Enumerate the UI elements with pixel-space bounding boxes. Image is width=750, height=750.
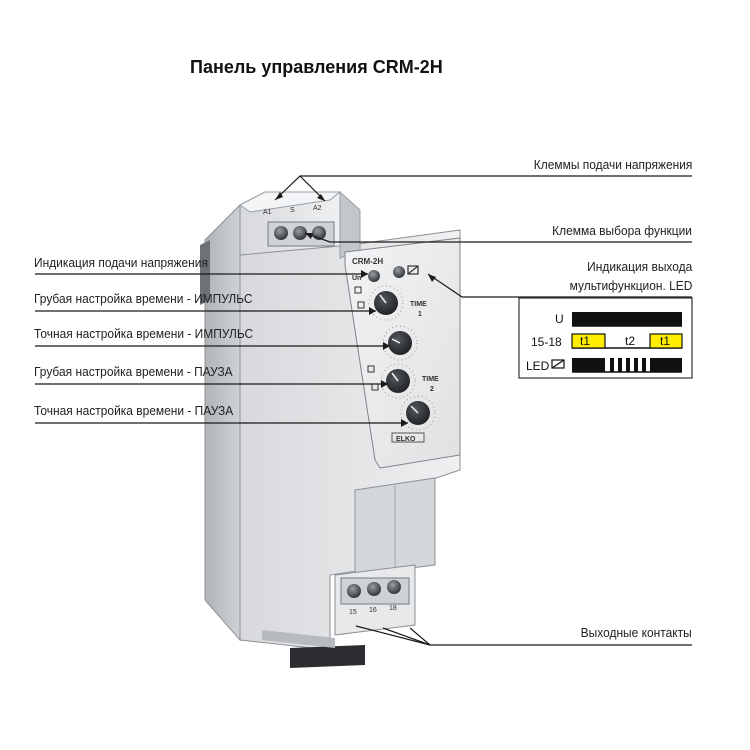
time1-number: 1 [418,311,422,318]
time1-fine-scale [382,325,418,361]
label-output-indication-2: мультифункцион. LED [569,278,692,293]
timing-t1b-pulse [649,333,683,349]
label-coarse-pause: Грубая настройка времени - ПАУЗА [34,364,233,379]
label-supply-indication: Индикация подачи напряжения [34,255,208,270]
leader-arrowheads [275,192,436,427]
timing-t1-label: t1 [580,334,590,348]
timing-t2-label: t2 [625,334,635,348]
time1-label: TIME [410,301,427,308]
terminal-label-s: S [290,207,295,214]
din-rail-clip [200,240,210,305]
un-label: Un [352,275,361,282]
relay-shoulder [339,190,361,259]
time2-number: 2 [430,386,434,393]
label-fine-pulse: Точная настройка времени - ИМПУЛЬС [34,326,254,341]
timing-label-led: LED [526,359,550,373]
timing-label-contacts: 15-18 [531,335,562,349]
terminal-screw-s [293,226,307,240]
terminal-label-15: 15 [349,609,357,616]
top-block-top [239,191,342,213]
time2-fine-scale [400,395,436,431]
led-blink-pulse [618,358,622,372]
label-coarse-pulse: Грубая настройка времени - ИМПУЛЬС [34,291,253,306]
led-blink-pulse [610,358,614,372]
time2-coarse-scale [380,363,416,399]
leader-output-indication [427,273,692,298]
terminal-label-a2: A2 [313,205,322,212]
led-icon [551,359,565,369]
led-blink-pulse [642,358,646,372]
time1-coarse-scale [368,285,404,321]
terminal-label-18: 18 [389,605,397,612]
timing-t1-pulse [571,333,606,349]
panel-contents: CRM-2H Un TIME 1 TIME 2 ELKO [352,257,439,443]
terminal-screw-15 [347,584,361,598]
brand-plate [391,432,425,443]
led-on-segment [572,358,605,372]
leader-function-terminal [304,232,692,243]
led-blink-pulse [626,358,630,372]
relay-body [200,190,461,668]
diagram-title: Панель управления CRM-2H [190,57,443,77]
power-led [368,270,380,282]
label-output-indication-1: Индикация выхода [586,259,692,274]
led-blink-pulse [634,358,638,372]
terminal-screw-a1 [274,226,288,240]
terminal-label-16: 16 [369,607,377,614]
bottom-foot [290,645,365,668]
timing-u-signal [572,312,682,326]
top-terminals: A1 S A2 [263,205,335,247]
label-function-terminal: Клемма выбора функции [552,223,692,238]
label-fine-pause: Точная настройка времени - ПАУЗА [34,403,234,418]
timing-t1b-label: t1 [660,334,670,348]
led-blink-pulses [610,358,646,372]
bottom-terminals: 15 16 18 [340,577,410,616]
model-label: CRM-2H [352,257,383,266]
label-output-contacts: Выходные контакты [580,625,692,640]
brand-logo: ELKO [396,436,416,443]
label-supply-terminals: Клеммы подачи напряжения [533,157,692,172]
relay-symbol-icon [407,265,419,275]
led-on-segment-2 [650,358,682,372]
timing-diagram: U 15-18 t1 t2 t1 LED [518,297,693,379]
leader-lines [35,175,692,646]
terminal-screw-16 [367,582,381,596]
time2-label: TIME [422,376,439,383]
output-led [393,266,405,278]
timing-label-u: U [555,312,564,326]
terminal-label-a1: A1 [263,209,272,216]
terminal-screw-18 [387,580,401,594]
